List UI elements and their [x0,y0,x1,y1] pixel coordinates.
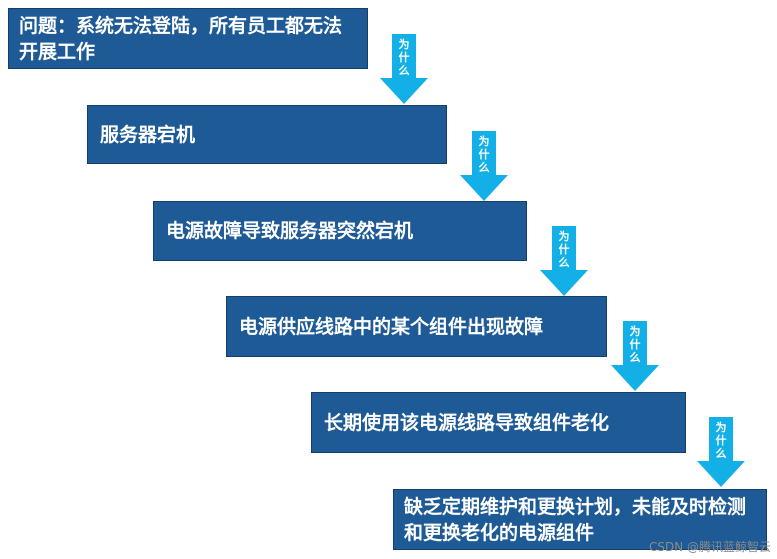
why-label-3: 为什么 [558,230,570,269]
down-arrow-icon [697,417,745,487]
why-arrow-4: 为什么 [611,321,659,391]
why-arrow-2: 为什么 [460,131,508,201]
watermark: CSDN @腾讯蓝鲸智云 [648,540,771,554]
step-box-4: 电源供应线路中的某个组件出现故障 [226,296,607,357]
why-label-4: 为什么 [629,325,641,364]
why-label-2: 为什么 [478,135,490,174]
why-arrow-5: 为什么 [697,417,745,487]
step-box-6: 缺乏定期维护和更换计划，未能及时检测和更换老化的电源组件 [393,489,767,550]
step-box-2: 服务器宕机 [87,105,447,164]
step-text-5: 长期使用该电源线路导致组件老化 [324,411,610,434]
step-box-1: 问题：系统无法登陆，所有员工都无法开展工作 [8,8,368,69]
step-text-1: 问题：系统无法登陆，所有员工都无法开展工作 [19,14,343,63]
down-arrow-icon [611,321,659,391]
step-text-4: 电源供应线路中的某个组件出现故障 [239,315,544,338]
down-arrow-icon [540,226,588,296]
step-text-3: 电源故障导致服务器突然宕机 [166,220,414,242]
step-text-6: 缺乏定期维护和更换计划，未能及时检测和更换老化的电源组件 [404,495,747,544]
down-arrow-icon [380,34,428,104]
why-arrow-1: 为什么 [380,34,428,104]
why-arrow-3: 为什么 [540,226,588,296]
why-label-1: 为什么 [398,38,410,77]
step-box-5: 长期使用该电源线路导致组件老化 [311,392,686,453]
why-label-5: 为什么 [715,421,727,460]
step-text-2: 服务器宕机 [100,123,196,146]
step-box-3: 电源故障导致服务器突然宕机 [153,201,527,261]
down-arrow-icon [460,131,508,201]
